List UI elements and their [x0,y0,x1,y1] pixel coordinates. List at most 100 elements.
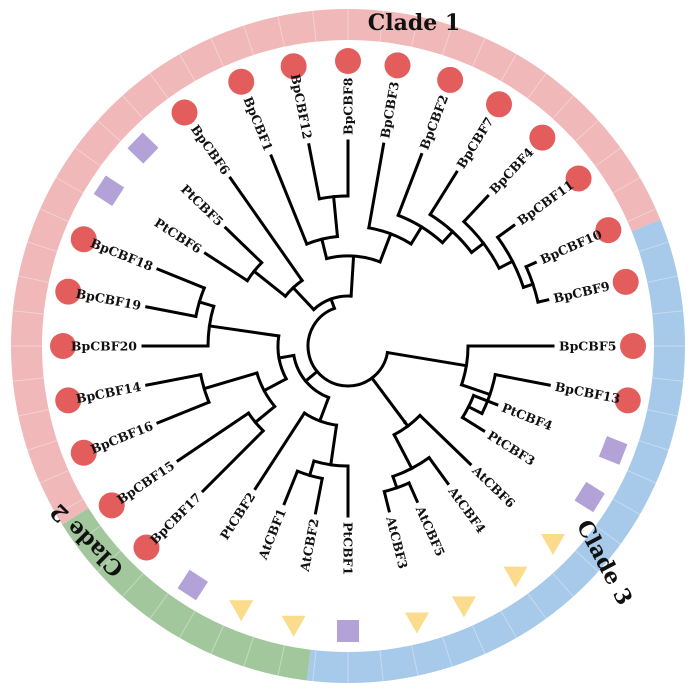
tree-arc [461,219,502,271]
leaf-label: AtCBF4 [445,483,489,536]
ring-tick [638,241,669,252]
poplar-square-marker [337,620,359,642]
tree-branch [202,371,259,391]
birch-circle-marker [55,387,82,414]
ring-tick [27,241,58,252]
tree-arc [324,254,382,264]
ring-tick [500,53,517,82]
leaf-label: BpCBF3 [377,80,402,139]
tree-branch [145,305,198,319]
leaf-label: PtCBF6 [152,215,205,257]
arabidopsis-triangle-marker [541,533,566,555]
ring-tick [210,37,224,67]
tree-arc [396,213,445,245]
tree-arc [302,411,339,427]
arabidopsis-triangle-marker [281,615,306,637]
tree-branch [391,474,399,490]
tree-branch [329,297,337,311]
ring-tick [39,470,69,484]
tree-arc [428,212,474,255]
leaf-label: BpCBF15 [114,458,177,507]
tree-branch [291,285,316,312]
ring-tick [12,377,44,382]
ring-tick [595,147,621,167]
tree-branch [320,237,329,261]
tree-arc [245,260,264,283]
tree-branch [228,175,305,283]
tree-branch [392,432,414,471]
tree-branch [521,282,535,290]
tree-branch [251,269,288,299]
leaf-label: BpCBF19 [75,286,143,313]
tree-branch [262,376,289,393]
tree-branch [303,369,320,384]
tree-arc [460,393,476,420]
leaf-label: BpCBF2 [417,93,452,152]
leaf-label: BpCBF14 [75,379,143,406]
ring-tick [243,636,254,667]
ring-tick [627,470,657,484]
tree-arc [246,411,266,433]
leaf-label: BpCBF20 [71,339,137,354]
birch-circle-marker [384,52,411,79]
leaf-label: BpCBF11 [514,177,576,228]
ring-tick [18,275,49,283]
arabidopsis-triangle-marker [451,596,476,618]
ring-tick [575,120,599,142]
tree-branch [428,170,459,217]
leaf-label: PtCBF5 [178,181,227,229]
birch-circle-marker [529,124,556,151]
ring-tick [612,498,641,515]
birch-circle-marker [437,66,464,93]
tree-branch [382,489,391,513]
ring-tick [575,550,599,572]
tree-branch [317,395,331,423]
tree-branch [282,469,300,506]
leaf-label: BpCBF16 [88,418,155,457]
ring-tick [55,177,84,194]
ring-tick [18,409,49,417]
ring-tick [149,593,169,619]
ring-tick [595,525,621,545]
ring-tick [411,16,419,47]
leaf-label: BpCBF7 [453,114,496,171]
ring-tick [312,10,317,42]
tree-branch [407,481,420,504]
tree-branch [329,423,339,467]
tree-arc [306,306,390,388]
leaf-label: AtCBF1 [255,506,289,562]
tree-arc [283,278,305,299]
tree-branch [417,413,473,467]
tree-branch [493,372,551,387]
tree-branch [427,455,451,486]
birch-circle-marker [70,226,97,253]
tree-arc [206,304,216,348]
tree-branch [223,225,264,265]
ring-tick [312,650,317,682]
leaf-label: PtCBF4 [500,400,555,434]
tree-arc [304,234,340,246]
ring-tick [27,440,58,451]
tree-branch [307,459,316,478]
ring-tick [442,636,453,667]
poplar-square-marker [177,569,208,601]
birch-circle-marker [595,217,622,244]
tree-arc [276,334,289,381]
birch-circle-marker [98,492,125,519]
ring-tick [97,120,121,142]
tree-branch [155,400,211,425]
tree-branch [459,382,492,397]
ring-tick [277,645,285,676]
tree-branch [207,324,281,338]
leaf-label: PtCBF2 [217,490,259,543]
ring-tick [277,16,285,47]
clade-3-band [306,219,685,684]
leaf-label: AtCBF3 [383,514,411,570]
tree-arc [495,235,526,290]
ring-tick [652,377,684,382]
leaf-label: BpCBF9 [552,278,611,306]
ring-tick [411,645,419,676]
ring-tick [652,310,684,315]
birch-circle-marker [614,387,641,414]
